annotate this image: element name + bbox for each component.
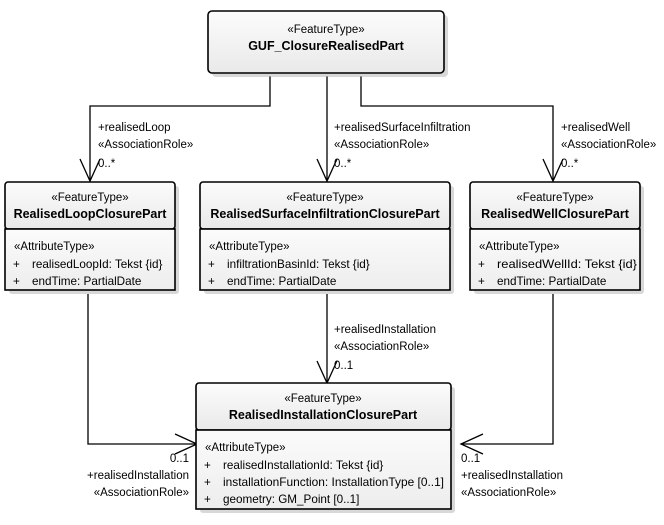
association-role: +realisedLoop — [98, 122, 171, 134]
class-name: GUF_ClosureRealisedPart — [248, 39, 404, 53]
attribute-visibility: + — [13, 275, 20, 288]
attribute-text: realisedWellId: Tekst {id} — [497, 258, 637, 271]
attribute-visibility: + — [478, 258, 485, 271]
attribute-visibility: + — [204, 459, 211, 472]
connector-realised-loop[interactable] — [79, 76, 271, 183]
attribute-visibility: + — [204, 493, 211, 506]
association-multiplicity: 0..* — [561, 158, 579, 170]
edge-label-realised-surface-infiltration: +realisedSurfaceInfiltration «Associatio… — [334, 122, 470, 170]
edge-label-realised-installation-middle: +realisedInstallation «AssociationRole» … — [334, 324, 436, 372]
association-stereotype: «AssociationRole» — [334, 341, 429, 353]
compartment-stereotype: «AttributeType» — [479, 241, 560, 253]
connector-realised-installation-left[interactable] — [87, 294, 199, 455]
class-stereotype: «FeatureType» — [287, 24, 364, 36]
class-stereotype: «FeatureType» — [286, 192, 363, 204]
association-role: +realisedWell — [561, 122, 630, 134]
class-box-realised-loop-closure-part[interactable]: «FeatureType» RealisedLoopClosurePart «A… — [4, 181, 179, 294]
compartment-stereotype: «AttributeType» — [209, 241, 290, 253]
connector-realised-well[interactable] — [360, 76, 564, 183]
class-name: RealisedLoopClosurePart — [14, 207, 168, 221]
class-name: RealisedInstallationClosurePart — [229, 408, 418, 422]
association-multiplicity: 0..1 — [334, 360, 353, 372]
association-stereotype: «AssociationRole» — [561, 139, 656, 151]
compartment-stereotype: «AttributeType» — [14, 241, 95, 253]
attribute-text: realisedInstallationId: Tekst {id} — [223, 459, 383, 472]
association-multiplicity: 0..* — [334, 158, 352, 170]
class-box-realised-installation-closure-part[interactable]: «FeatureType» RealisedInstallationClosur… — [195, 382, 455, 513]
attribute-text: installationFunction: InstallationType [… — [223, 476, 444, 489]
association-role: +realisedInstallation — [461, 470, 563, 482]
association-role: +realisedInstallation — [334, 324, 436, 336]
association-role: +realisedSurfaceInfiltration — [334, 122, 470, 134]
association-stereotype: «AssociationRole» — [98, 139, 193, 151]
attribute-text: endTime: PartialDate — [227, 275, 336, 288]
attribute-text: endTime: PartialDate — [497, 275, 606, 288]
attribute-visibility: + — [204, 476, 211, 489]
association-role: +realisedInstallation — [87, 470, 189, 482]
class-name: RealisedWellClosurePart — [481, 207, 630, 221]
edge-label-realised-loop: +realisedLoop «AssociationRole» 0..* — [98, 122, 193, 170]
connector-realised-installation-right[interactable] — [459, 294, 554, 455]
association-multiplicity: 0..1 — [461, 453, 480, 465]
attribute-visibility: + — [208, 258, 215, 271]
edge-label-realised-installation-left: 0..1 +realisedInstallation «AssociationR… — [87, 453, 189, 499]
class-name: RealisedSurfaceInfiltrationClosurePart — [210, 207, 440, 221]
attribute-text: infiltrationBasinId: Tekst {id} — [227, 258, 370, 271]
association-stereotype: «AssociationRole» — [94, 487, 189, 499]
edge-label-realised-installation-right: 0..1 +realisedInstallation «AssociationR… — [461, 453, 563, 499]
class-box-realised-well-closure-part[interactable]: «FeatureType» RealisedWellClosurePart «A… — [469, 181, 644, 294]
attribute-visibility: + — [478, 275, 485, 288]
edge-label-realised-well: +realisedWell «AssociationRole» 0..* — [561, 122, 656, 170]
association-stereotype: «AssociationRole» — [461, 487, 556, 499]
attribute-visibility: + — [13, 258, 20, 271]
class-box-realised-surface-infiltration-closure-part[interactable]: «FeatureType» RealisedSurfaceInfiltratio… — [199, 181, 454, 294]
connector-realised-surface-infiltration[interactable] — [316, 76, 338, 183]
class-box-guf-closure-realised-part[interactable]: «FeatureType» GUF_ClosureRealisedPart — [207, 10, 448, 77]
class-stereotype: «FeatureType» — [284, 393, 361, 405]
attribute-text: geometry: GM_Point [0..1] — [223, 493, 359, 506]
association-multiplicity: 0..* — [98, 158, 116, 170]
attribute-text: realisedLoopId: Tekst {id} — [32, 258, 162, 271]
attribute-text: endTime: PartialDate — [32, 275, 141, 288]
association-multiplicity: 0..1 — [170, 453, 189, 465]
class-stereotype: «FeatureType» — [51, 192, 128, 204]
compartment-stereotype: «AttributeType» — [205, 442, 286, 454]
attribute-visibility: + — [208, 275, 215, 288]
association-stereotype: «AssociationRole» — [334, 139, 429, 151]
class-stereotype: «FeatureType» — [516, 192, 593, 204]
